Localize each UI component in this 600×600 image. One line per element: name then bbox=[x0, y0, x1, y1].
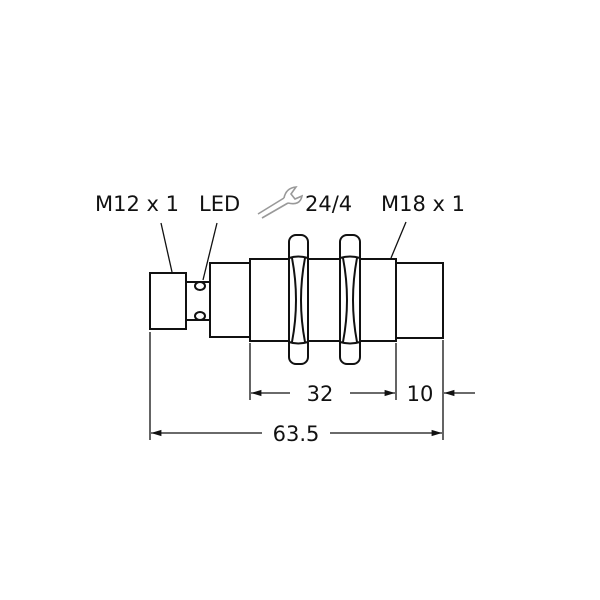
leader-m12 bbox=[160, 222, 173, 273]
nut-1 bbox=[288, 234, 309, 365]
led-section bbox=[185, 281, 211, 321]
wrench-icon bbox=[257, 186, 304, 219]
label-m18-thread: M18 x 1 bbox=[381, 192, 465, 216]
connector-m12 bbox=[149, 272, 187, 330]
dim-10: 10 bbox=[407, 382, 434, 406]
dim-32: 32 bbox=[307, 382, 334, 406]
led-window-top bbox=[194, 281, 206, 291]
label-wrench-size: 24/4 bbox=[305, 192, 352, 216]
threaded-body bbox=[249, 258, 397, 342]
rear-body bbox=[209, 262, 251, 338]
dim-63-5: 63.5 bbox=[273, 422, 320, 446]
led-window-bottom bbox=[194, 311, 206, 321]
label-m12-thread: M12 x 1 bbox=[95, 192, 179, 216]
leader-led bbox=[202, 222, 218, 281]
label-led: LED bbox=[199, 192, 240, 216]
nut-2 bbox=[339, 234, 361, 365]
sensing-face bbox=[395, 262, 444, 339]
leader-m18 bbox=[390, 221, 407, 259]
